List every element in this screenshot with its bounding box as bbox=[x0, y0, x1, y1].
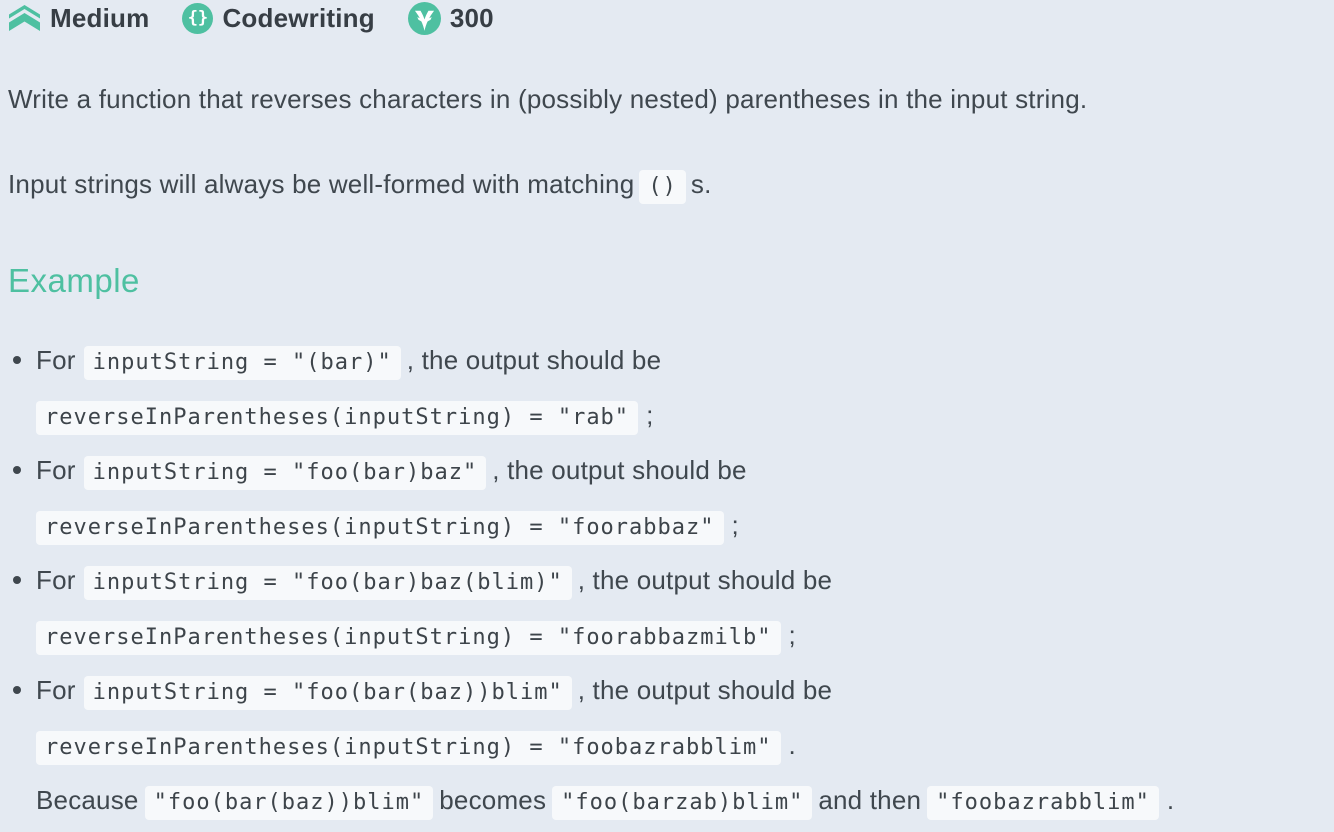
output-code-chip: reverseInParentheses(inputString) = "foo… bbox=[36, 731, 781, 765]
reward-badge: 300 bbox=[407, 1, 494, 35]
explanation-code-chip: "foo(barzab)blim" bbox=[552, 786, 813, 820]
input-code-chip: inputString = "foo(bar(baz))blim" bbox=[83, 676, 572, 710]
bullet-dot bbox=[13, 466, 21, 474]
constraint-suffix: s. bbox=[690, 169, 712, 199]
example-output-line: reverseInParentheses(inputString) = "foo… bbox=[36, 609, 1334, 664]
intro-text: For bbox=[36, 565, 76, 595]
task-constraint: Input strings will always be well-formed… bbox=[8, 166, 1334, 205]
output-code-chip: reverseInParentheses(inputString) = "foo… bbox=[36, 511, 724, 545]
task-statement: Write a function that reverses character… bbox=[8, 84, 1088, 114]
output-code-chip: reverseInParentheses(inputString) = "foo… bbox=[36, 621, 781, 655]
reward-label: 300 bbox=[449, 2, 494, 33]
constraint-prefix: Input strings will always be well-formed… bbox=[8, 169, 635, 199]
after-input-text: , the output should be bbox=[406, 345, 662, 375]
explanation-word: becomes bbox=[439, 785, 547, 815]
difficulty-chevrons-icon bbox=[9, 4, 40, 31]
terminator: . bbox=[788, 730, 796, 760]
after-input-text: , the output should be bbox=[577, 675, 833, 705]
input-code-chip: inputString = "foo(bar)baz(blim)" bbox=[83, 566, 572, 600]
terminator: . bbox=[1166, 785, 1175, 815]
explanation-code-chip: "foobazrabblim" bbox=[927, 786, 1159, 820]
intro-text: For bbox=[36, 345, 76, 375]
parens-code-chip: () bbox=[639, 170, 686, 204]
task-type-badge: {} Codewriting bbox=[182, 2, 375, 34]
after-input-text: , the output should be bbox=[577, 565, 833, 595]
difficulty-label: Medium bbox=[50, 2, 150, 33]
bullet-dot bbox=[13, 576, 21, 584]
intro-text: For bbox=[36, 675, 76, 705]
bullet-dot bbox=[13, 686, 21, 694]
terminator: ; bbox=[788, 620, 796, 650]
terminator: ; bbox=[646, 400, 654, 430]
bullet-dot bbox=[13, 356, 21, 364]
example-heading: Example bbox=[8, 262, 140, 299]
input-code-chip: inputString = "(bar)" bbox=[83, 346, 401, 380]
difficulty-badge: Medium bbox=[8, 3, 149, 34]
example-output-line: reverseInParentheses(inputString) = "rab… bbox=[36, 389, 1334, 444]
braces-icon: {} bbox=[182, 2, 214, 34]
example-output-line: reverseInParentheses(inputString) = "foo… bbox=[36, 499, 1334, 554]
explanation-code-chip: "foo(bar(baz))blim" bbox=[144, 786, 434, 820]
explanation-word: Because bbox=[36, 785, 139, 815]
explanation-word: and then bbox=[818, 785, 922, 815]
example-explanation-line: Because"foo(bar(baz))blim"becomes"foo(ba… bbox=[36, 774, 1334, 829]
example-output-line: reverseInParentheses(inputString) = "foo… bbox=[36, 719, 1334, 774]
intro-text: For bbox=[36, 455, 76, 485]
after-input-text: , the output should be bbox=[492, 455, 747, 485]
output-code-chip: reverseInParentheses(inputString) = "rab… bbox=[36, 401, 639, 435]
terminator: ; bbox=[731, 510, 739, 540]
coin-icon bbox=[407, 1, 441, 35]
task-meta-badges: Medium {} Codewriting 300 bbox=[8, 1, 1334, 35]
task-type-label: Codewriting bbox=[222, 2, 375, 33]
input-code-chip: inputString = "foo(bar)baz" bbox=[83, 456, 487, 490]
